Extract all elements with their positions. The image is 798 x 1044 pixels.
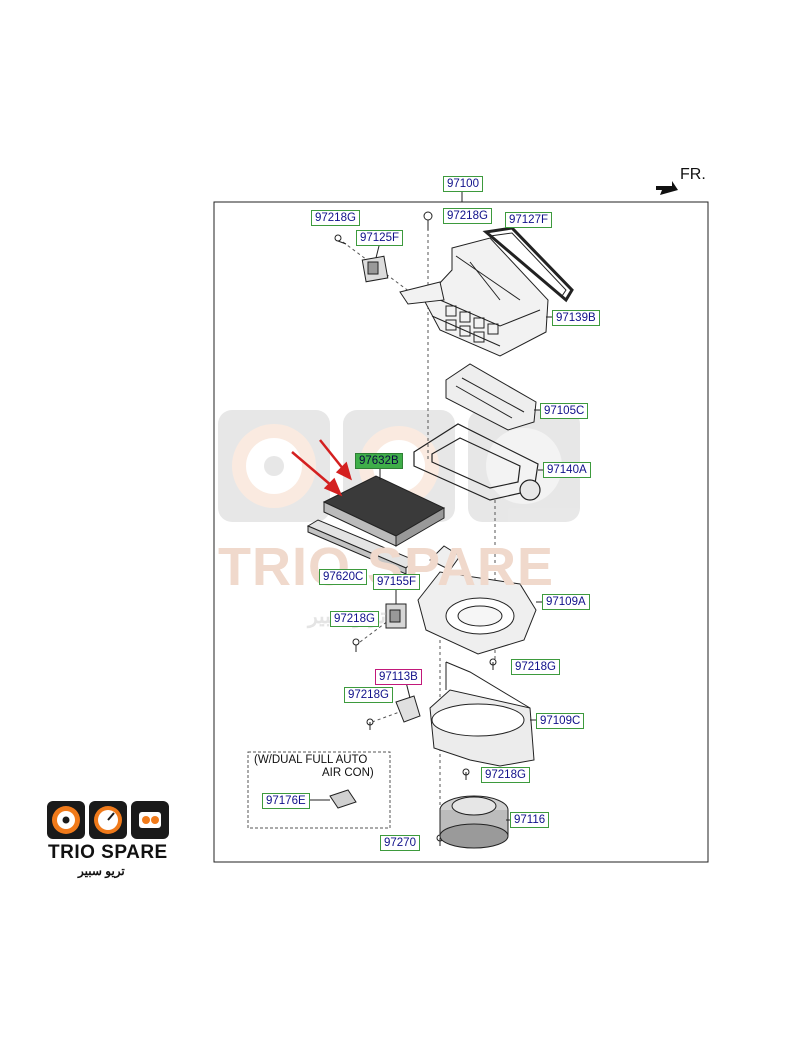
door-97105c	[445, 363, 537, 431]
callout-97176e[interactable]: 97176E	[262, 793, 310, 809]
option-note-line2: AIR CON)	[322, 767, 374, 779]
callout-97140a[interactable]: 97140A	[543, 462, 591, 478]
upper-case-97109a	[417, 545, 537, 655]
callout-97139b[interactable]: 97139B	[552, 310, 600, 326]
callout-97116[interactable]: 97116	[510, 812, 550, 828]
callout-97218g-top-left[interactable]: 97218G	[311, 210, 360, 226]
filter-cover-97620c	[306, 519, 415, 575]
bracket-97113b	[395, 695, 421, 723]
screw-set	[334, 211, 497, 846]
callout-97155f[interactable]: 97155F	[373, 574, 421, 590]
cabin-filter-97632b	[322, 475, 446, 547]
highlight-arrows	[291, 439, 352, 497]
actuator-97155f	[385, 603, 407, 629]
diagram-frame	[213, 201, 709, 863]
callout-97270[interactable]: 97270	[380, 835, 420, 851]
frame-97140a	[413, 423, 541, 501]
callout-97100[interactable]: 97100	[443, 176, 483, 192]
sensor-97176e	[329, 789, 357, 809]
intake-case-97139b	[399, 237, 549, 357]
actuator-97125f	[361, 255, 389, 283]
brand-logo-text: TRIO SPARE	[48, 842, 168, 863]
callout-97218g-lower-left[interactable]: 97218G	[344, 687, 393, 703]
lower-case-97109c	[429, 661, 535, 767]
blower-motor-97116	[439, 795, 509, 849]
callout-97109a[interactable]: 97109A	[542, 594, 590, 610]
callout-97218g-mid-right[interactable]: 97218G	[511, 659, 560, 675]
callout-97109c[interactable]: 97109C	[536, 713, 585, 729]
callout-97620c[interactable]: 97620C	[319, 569, 368, 585]
brand-logo-icons	[47, 801, 169, 839]
callout-97113b[interactable]: 97113B	[375, 669, 422, 685]
callout-97105c[interactable]: 97105C	[540, 403, 589, 419]
callout-97125f[interactable]: 97125F	[356, 230, 404, 246]
option-note-line1: (W/DUAL FULL AUTO	[254, 754, 368, 766]
callout-97632b[interactable]: 97632B	[355, 453, 403, 469]
callout-97218g-lower[interactable]: 97218G	[481, 767, 530, 783]
front-direction-label: FR.	[680, 166, 706, 183]
option-box	[247, 751, 391, 829]
callout-97218g-top[interactable]: 97218G	[443, 208, 492, 224]
callout-97218g-mid-left[interactable]: 97218G	[330, 611, 379, 627]
brand-logo-arabic: تريو سبير	[78, 864, 125, 878]
front-direction-arrow	[656, 181, 678, 195]
callout-97127f[interactable]: 97127F	[505, 212, 553, 228]
